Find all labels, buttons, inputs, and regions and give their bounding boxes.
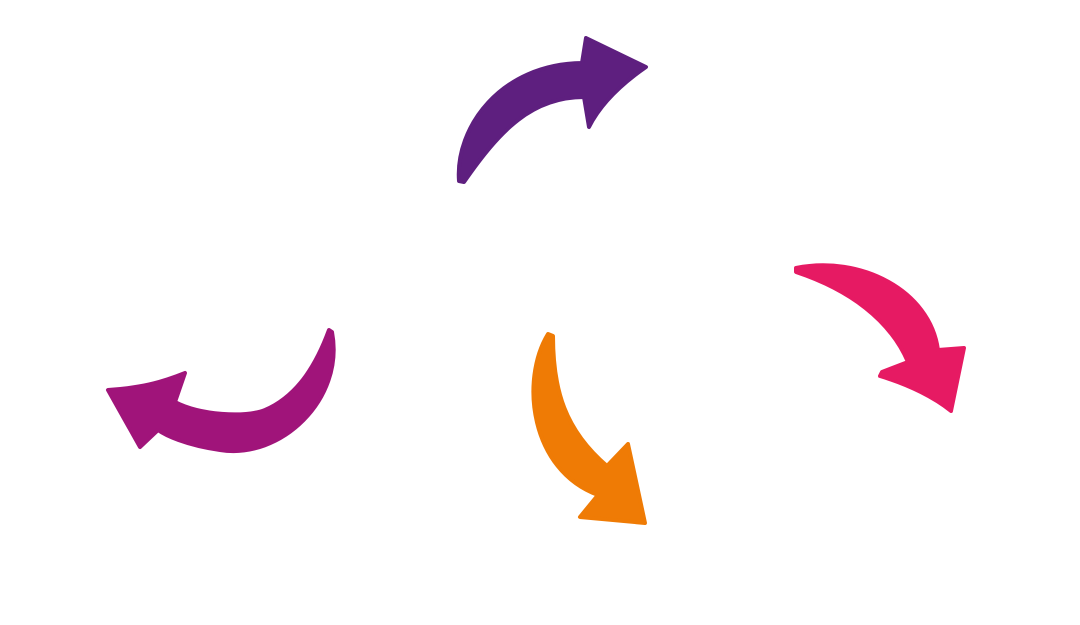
right-arrow-shape: [794, 263, 966, 413]
left-arrow-icon: [106, 328, 336, 454]
bottom-arrow-icon: [531, 332, 647, 525]
bottom-arrow-shape: [531, 332, 647, 525]
right-arrow-icon: [794, 263, 966, 413]
top-arrow-icon: [456, 36, 648, 184]
top-arrow-shape: [456, 36, 648, 184]
left-arrow-shape: [106, 328, 336, 454]
